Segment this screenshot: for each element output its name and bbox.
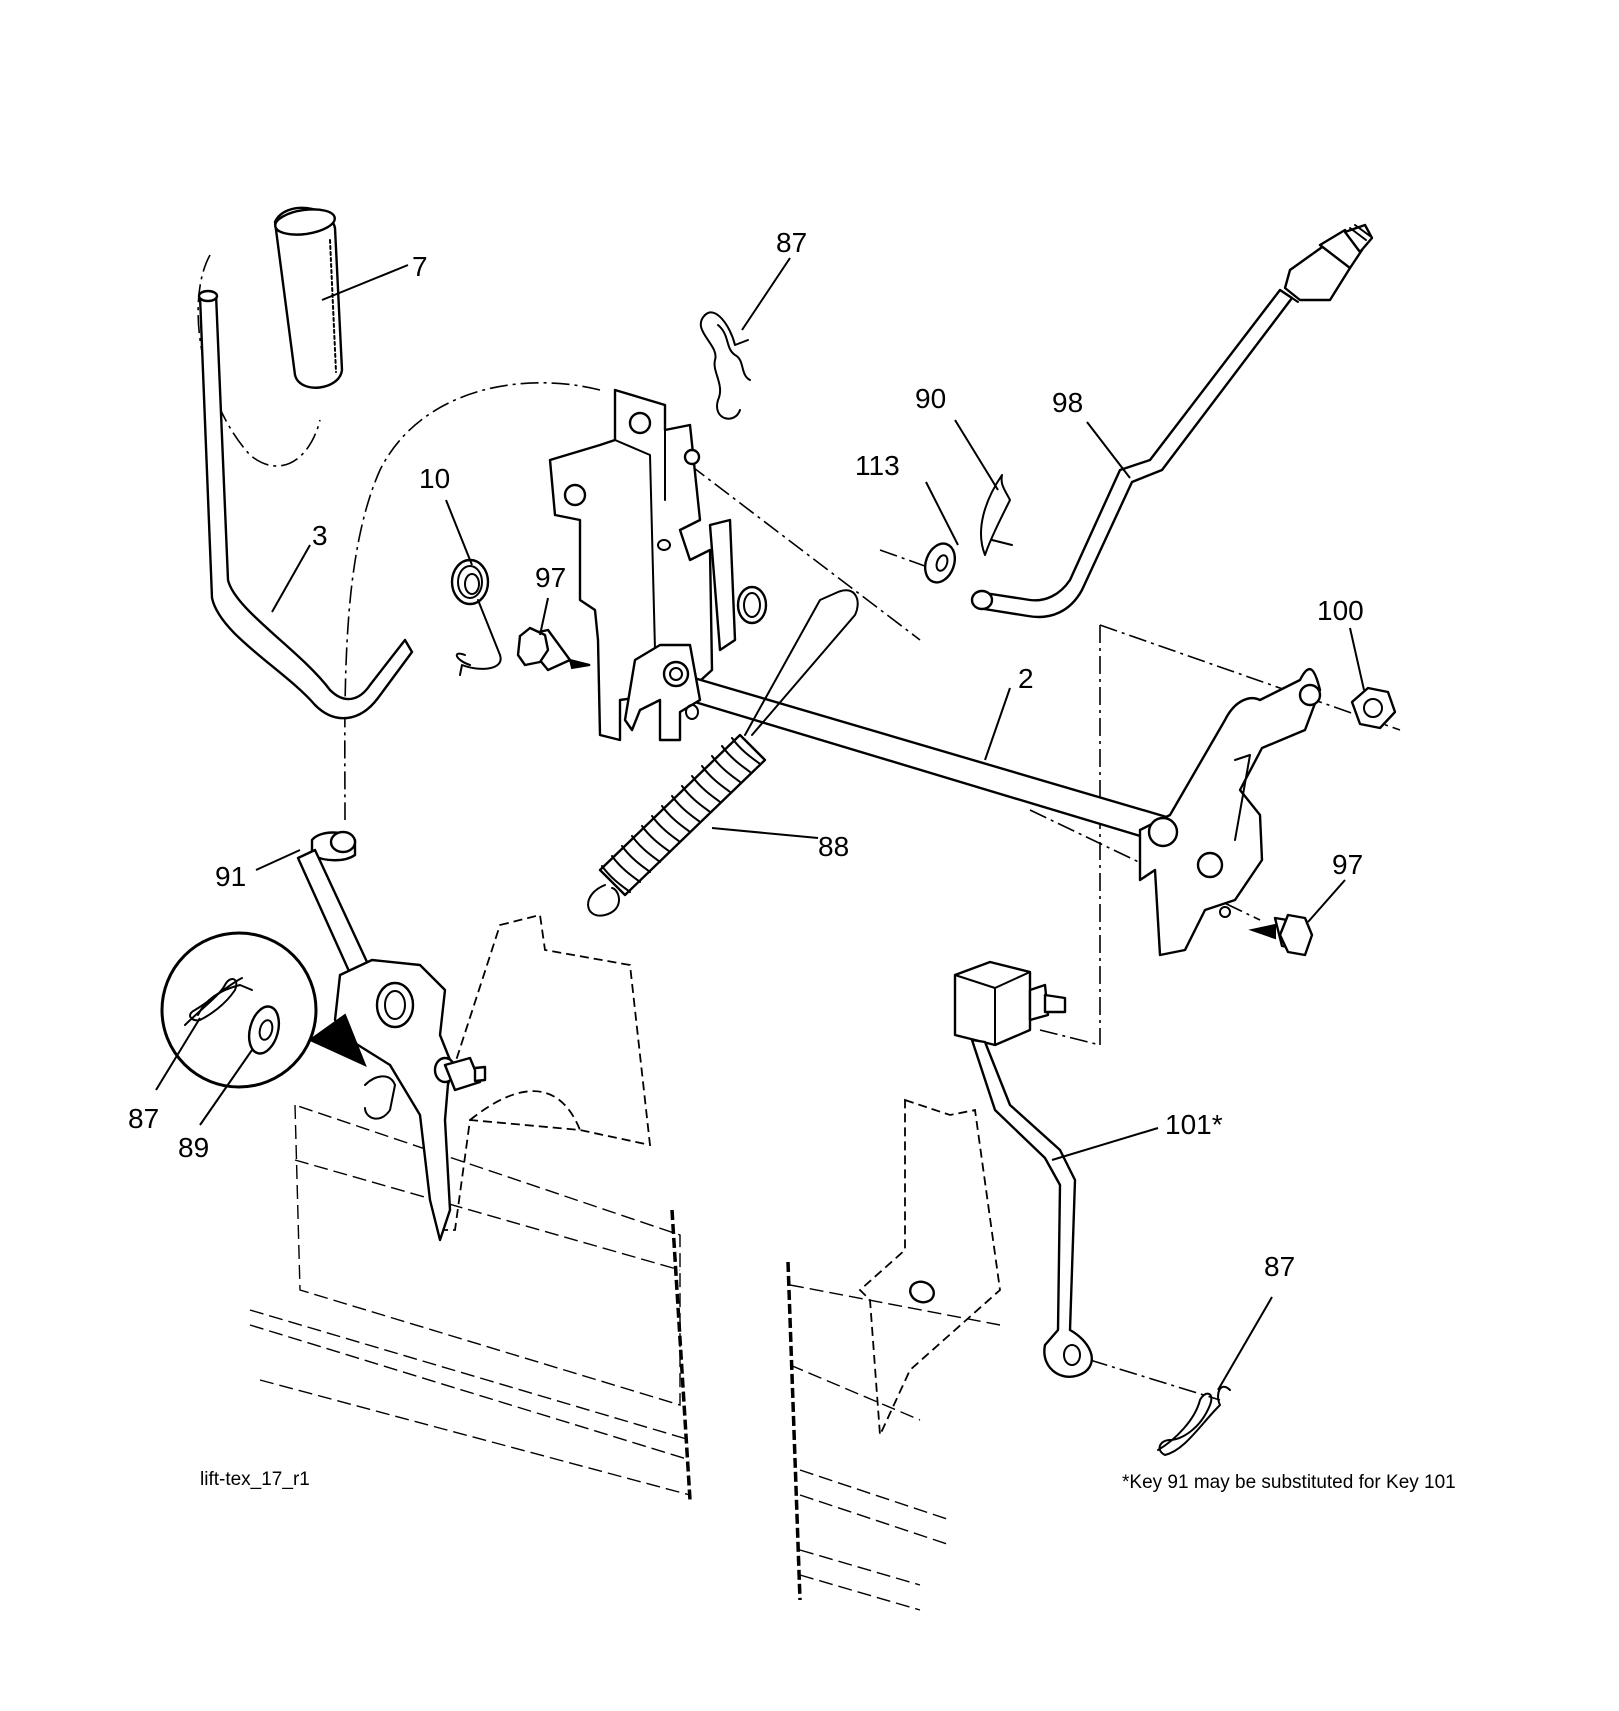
callout-91: 91 (215, 861, 246, 892)
detail-inset (160, 931, 367, 1089)
torsion-spring (450, 558, 502, 676)
washer-113 (923, 542, 957, 584)
leader-lines (155, 257, 1365, 1391)
lift-arm-right (1138, 667, 1322, 957)
hairpin-90 (980, 474, 1013, 556)
callout-97-left: 97 (535, 562, 566, 593)
callout-100: 100 (1317, 595, 1364, 626)
callout-87-bottom: 87 (1264, 1251, 1295, 1282)
callout-87-left: 87 (128, 1103, 159, 1134)
extension-spring (587, 589, 859, 917)
handle-grip (273, 206, 344, 389)
hairpin-clip-bottom (1157, 1385, 1231, 1456)
callout-113: 113 (855, 450, 900, 481)
callout-89: 89 (178, 1132, 209, 1163)
callout-87-top: 87 (776, 227, 807, 258)
callout-98: 98 (1052, 387, 1083, 418)
footnote: *Key 91 may be substituted for Key 101 (1122, 1472, 1456, 1493)
callout-2: 2 (1018, 663, 1034, 694)
lift-handle-rod (197, 289, 414, 720)
callout-90: 90 (915, 383, 946, 414)
bolt-right (1248, 913, 1314, 957)
nut-100 (1350, 686, 1397, 730)
drawing-id: lift-tex_17_r1 (200, 1469, 310, 1490)
adjustment-rod (970, 223, 1374, 619)
callout-10: 10 (419, 463, 450, 494)
callout-101: 101* (1165, 1109, 1223, 1140)
hairpin-clip-top (699, 311, 751, 420)
callout-97-right: 97 (1332, 849, 1363, 880)
bolt-left (516, 626, 591, 672)
callout-7: 7 (412, 251, 428, 282)
callout-labels: 7 3 10 87 97 113 90 98 100 2 88 97 91 87… (128, 227, 1364, 1282)
shaft-bracket-left (623, 643, 702, 742)
deck-outline-right (786, 1098, 1001, 1611)
lift-link-101 (909, 960, 1093, 1378)
callout-3: 3 (312, 520, 328, 551)
bracket-left-assembly (333, 958, 487, 1242)
callout-88: 88 (818, 831, 849, 862)
